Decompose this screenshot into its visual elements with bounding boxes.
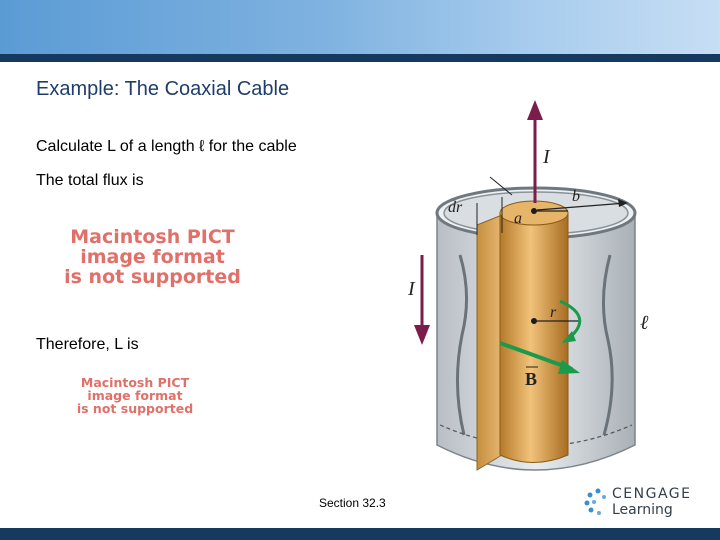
pict-text-line: is not supported	[76, 401, 194, 417]
body-line-3: Therefore, L is	[36, 336, 139, 353]
radius-r-line	[531, 299, 582, 343]
pict-text-line: image format	[87, 388, 183, 404]
label-B: B	[525, 369, 537, 389]
label-dr: dr	[448, 199, 463, 216]
label-I-top: I	[542, 146, 551, 168]
logo-text-cengage: CENGAGE	[612, 486, 692, 502]
current-arrow-up	[527, 100, 543, 203]
radius-b-line	[536, 202, 627, 211]
label-a: a	[514, 210, 522, 227]
pict-text-line: image format	[80, 245, 225, 268]
header-band	[0, 0, 720, 54]
label-r: r	[550, 304, 557, 321]
pict-text-line: is not supported	[64, 265, 241, 288]
cylindrical-shell	[476, 214, 503, 471]
pict-text-line: Macintosh PICT	[70, 226, 235, 248]
header-strip	[0, 54, 720, 62]
body-line-1: Calculate L of a length ℓ for the cable	[36, 138, 297, 155]
label-I-side: I	[407, 278, 416, 300]
footer-band	[0, 528, 720, 540]
slide-title: Example: The Coaxial Cable	[36, 78, 290, 100]
pict-placeholder-inductance: Macintosh PICT image format is not suppo…	[48, 375, 222, 417]
pict-placeholder-flux: Macintosh PICT image format is not suppo…	[40, 226, 265, 288]
body-line-2: The total flux is	[36, 172, 144, 189]
label-ell: ℓ	[640, 312, 649, 334]
magnetic-field-arrow	[499, 341, 580, 374]
section-footer: Section 32.3	[319, 496, 386, 510]
inner-conductor	[499, 200, 569, 463]
cengage-dots-icon	[584, 488, 606, 515]
pict-text-line: Macintosh PICT	[80, 375, 190, 390]
cengage-logo: CENGAGE Learning	[584, 486, 694, 518]
label-b: b	[572, 188, 580, 205]
dr-arrow	[489, 176, 513, 196]
logo-text-learning: Learning	[612, 502, 673, 518]
current-arrow-down	[414, 255, 430, 345]
coaxial-cable-figure: I I dr a b r ℓ B	[407, 100, 649, 471]
